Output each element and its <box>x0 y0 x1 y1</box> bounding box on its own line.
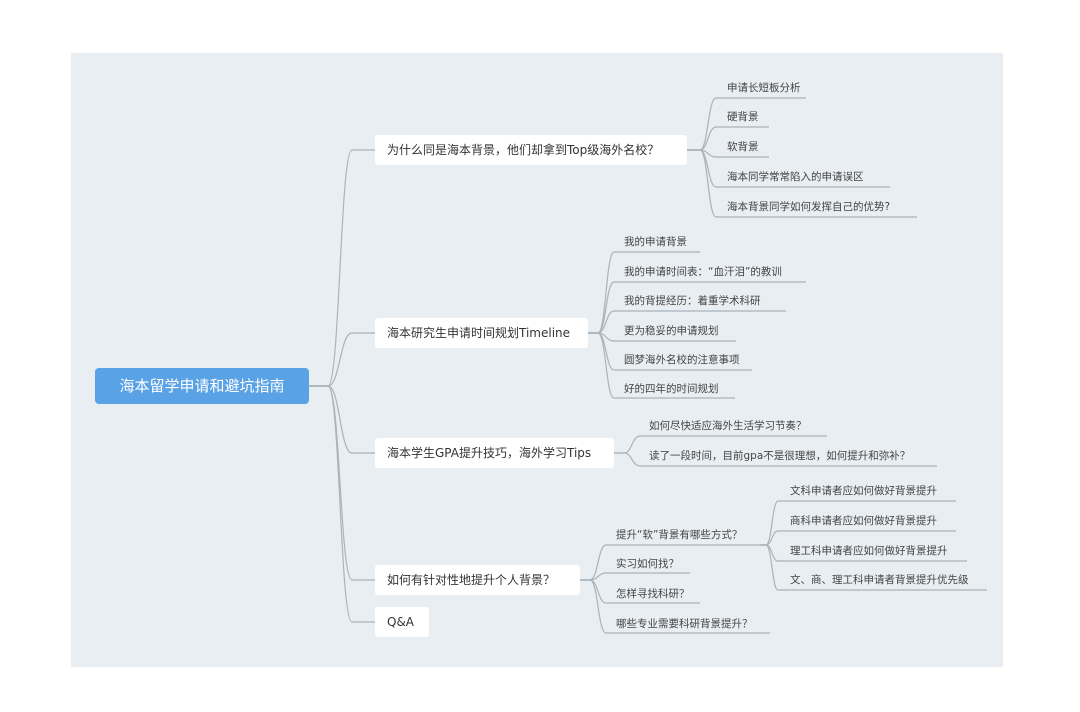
branch-topic-3[interactable]: 海本学生GPA提升技巧，海外学习Tips <box>375 438 614 468</box>
subtopic-4-4[interactable]: 哪些专业需要科研背景提升？ <box>616 618 753 630</box>
root-topic[interactable]: 海本留学申请和避坑指南 <box>95 368 309 404</box>
subtopic-1-4[interactable]: 海本同学常常陷入的申请误区 <box>727 171 864 183</box>
subtopic-4-1[interactable]: 提升“软”背景有哪些方式？ <box>616 529 743 541</box>
connector-root-branch-2 <box>309 332 375 387</box>
branch-topic-2[interactable]: 海本研究生申请时间规划Timeline <box>375 318 588 348</box>
branch-topic-1[interactable]: 为什么同是海本背景，他们却拿到Top级海外名校？ <box>375 135 687 165</box>
subtopic-1-5[interactable]: 海本背景同学如何发挥自己的优势? <box>727 201 891 213</box>
connector-root-branch-1 <box>309 149 375 387</box>
subtopic-4-3[interactable]: 怎样寻找科研？ <box>616 588 690 600</box>
subtopic-1-3[interactable]: 软背景 <box>727 141 759 153</box>
connector-root-branch-5 <box>309 385 375 623</box>
subtopic-4-2[interactable]: 实习如何找？ <box>616 558 679 570</box>
subtopic-4-1-1[interactable]: 文科申请者应如何做好背景提升 <box>790 485 937 497</box>
subtopic-3-2[interactable]: 读了一段时间，目前gpa不是很理想，如何提升和弥补？ <box>649 450 911 462</box>
subtopic-4-1-2[interactable]: 商科申请者应如何做好背景提升 <box>790 515 937 527</box>
branch-topic-5[interactable]: Q&A <box>375 607 429 637</box>
branch-topic-4[interactable]: 如何有针对性地提升个人背景？ <box>375 565 580 595</box>
subtopic-2-4[interactable]: 更为稳妥的申请规划 <box>624 325 719 337</box>
subtopic-1-1[interactable]: 申请长短板分析 <box>727 82 801 94</box>
subtopic-2-5[interactable]: 圆梦海外名校的注意事项 <box>624 354 740 366</box>
subtopic-4-1-4[interactable]: 文、商、理工科申请者背景提升优先级 <box>790 574 969 586</box>
subtopic-2-3[interactable]: 我的背提经历：着重学术科研 <box>624 295 761 307</box>
subtopic-1-2[interactable]: 硬背景 <box>727 111 759 123</box>
connector-root-branch-3 <box>309 385 375 454</box>
subtopic-3-1[interactable]: 如何尽快适应海外生活学习节奏？ <box>649 420 807 432</box>
subtopic-4-1-3[interactable]: 理工科申请者应如何做好背景提升 <box>790 545 948 557</box>
subtopic-2-6[interactable]: 好的四年的时间规划 <box>624 383 719 395</box>
subtopic-2-1[interactable]: 我的申请背景 <box>624 236 687 248</box>
subtopic-2-2[interactable]: 我的申请时间表：“血汗泪”的教训 <box>624 266 782 278</box>
